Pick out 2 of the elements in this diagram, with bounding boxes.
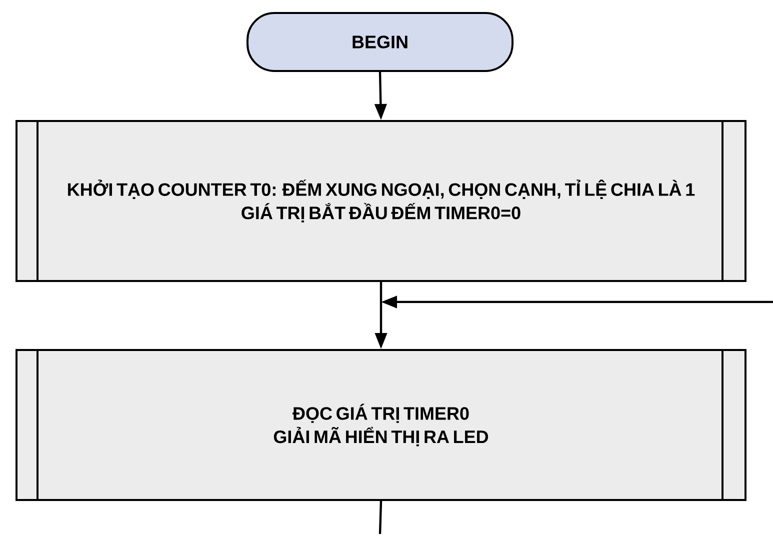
- process-box: ĐỌC GIÁ TRỊ TIMER0 GIẢI MÃ HIỂN THỊ RA LED: [16, 349, 746, 501]
- process-box: KHỞI TẠO COUNTER T0: ĐẾM XUNG NGOẠI, CHỌN CẠNH, TỈ LỆ CHIA LÀ 1 GIÁ TRỊ BẮT ĐẦU ĐẾM TIMER0=0: [16, 120, 746, 282]
